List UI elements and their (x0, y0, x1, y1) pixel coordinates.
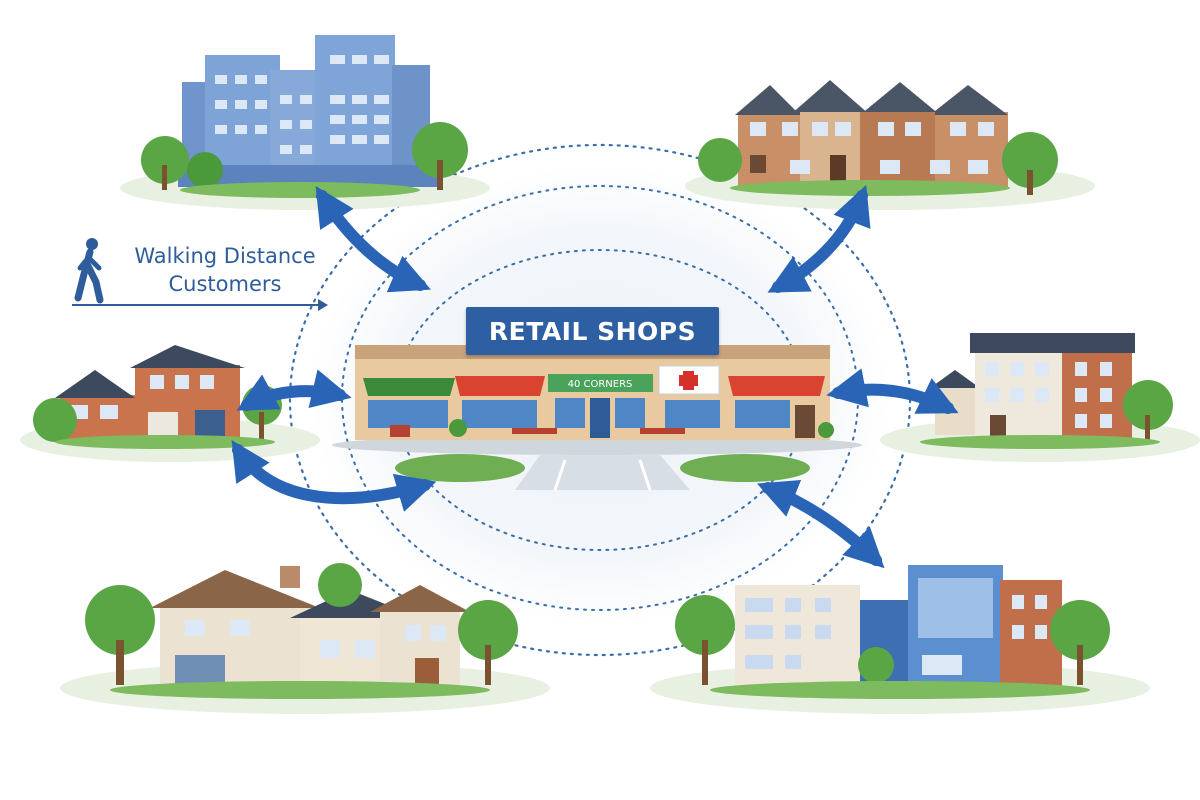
retail-strip-mall (332, 345, 862, 491)
arrow-right (826, 368, 959, 414)
legend-line-customers: Customers (168, 272, 282, 296)
neighborhood-brick-house (20, 345, 320, 462)
walking-distance-legend: Walking Distance Customers (70, 234, 332, 312)
walking-person-icon (74, 238, 104, 304)
neighborhood-high-rise-apartments (120, 35, 490, 210)
arrow-top-left (315, 185, 431, 293)
arrow-top-right (767, 184, 871, 293)
neighborhood-townhouses (685, 80, 1095, 210)
legend-line-walking-distance: Walking Distance (134, 244, 316, 268)
legend-arrow-line (72, 304, 322, 306)
neighborhood-suburban-homes (60, 563, 550, 714)
retail-shops-sign: RETAIL SHOPS (466, 307, 719, 355)
parking-lot (515, 455, 690, 490)
neighborhood-apartment-building (880, 333, 1200, 462)
arrow-bottom-left (231, 439, 437, 512)
storefront-sign-green: 40 CORNERS (568, 379, 633, 390)
legend-label: Walking Distance Customers (120, 242, 330, 298)
legend-arrowhead-icon (318, 299, 328, 311)
neighborhood-mixed-use-buildings (650, 565, 1150, 714)
arrow-left (236, 369, 352, 411)
arrow-bottom-right (756, 480, 885, 569)
